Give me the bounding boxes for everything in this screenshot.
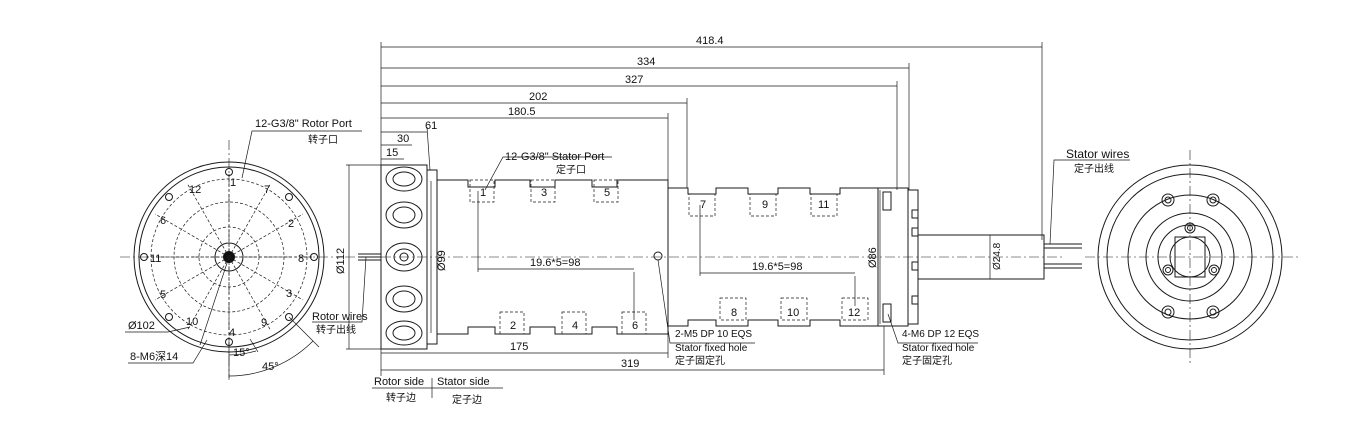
- dim-175: 175: [510, 341, 528, 353]
- rotor-end-view: 1 2 3 4 5 6 7 8 9 10 11 12 12-G3/8" Roto…: [120, 118, 362, 380]
- end-port-6: 6: [160, 215, 166, 227]
- rotor-port-ovals: [385, 166, 423, 346]
- end-shaft-circle: [1145, 212, 1235, 302]
- top-port-1: 1: [480, 187, 486, 199]
- bottom-port-8: 8: [731, 307, 737, 319]
- bottom-port-12: 12: [848, 307, 860, 319]
- end-inner-circle: [1106, 173, 1274, 341]
- stator-top-ports: [469, 179, 838, 217]
- m6-leader: [128, 339, 208, 364]
- top-port-9: 9: [762, 199, 768, 211]
- bottom-port-4: 4: [572, 320, 578, 332]
- end-port-5: 5: [160, 289, 166, 301]
- end-port-9: 9: [261, 317, 267, 329]
- angle-45-label: 45°: [262, 361, 279, 373]
- rotor-port-leader: [241, 130, 362, 179]
- end-port-10: 10: [186, 316, 198, 328]
- m5-hole: [653, 251, 663, 261]
- rotor-side-label-cn: 转子边: [386, 391, 416, 404]
- pitch-dim-1: 19.6*5=98: [530, 257, 580, 269]
- dim-30: 30: [397, 133, 409, 145]
- bottom-port-10: 10: [787, 307, 799, 319]
- angle-45-arc: [228, 340, 314, 377]
- side-legend: Rotor side 转子边 Stator side 定子边: [372, 376, 503, 406]
- pitch-dim-2: 19.6*5=98: [752, 261, 802, 273]
- dim-319: 319: [621, 358, 639, 370]
- dim-327: 327: [625, 74, 643, 86]
- stator-end-view: [1085, 150, 1300, 365]
- dim-418: 418.4: [696, 35, 724, 47]
- end-port-11: 11: [150, 253, 161, 265]
- dim-334: 334: [637, 56, 655, 68]
- end-port-3: 3: [286, 288, 292, 300]
- dia24-label: Ø24.8: [992, 242, 1003, 270]
- top-port-5: 5: [604, 187, 610, 199]
- top-port-11: 11: [818, 199, 829, 211]
- dia86-label: Ø86: [867, 247, 879, 268]
- bottom-dimensions: 175 319 19.6*5=98 19.6*5=98: [380, 191, 885, 376]
- m5-fixed-label-cn: 定子固定孔: [675, 354, 725, 367]
- output-shaft: [917, 234, 1045, 280]
- end-port-2: 2: [288, 218, 294, 230]
- stator-wires-label-cn: 定子出线: [1074, 162, 1114, 175]
- bottom-port-6: 6: [632, 320, 638, 332]
- diameter-dimensions: Ø112 Ø99 Ø86 Ø24.8: [335, 164, 1003, 350]
- dia102-label: Ø102: [128, 320, 155, 332]
- angle-15-label: 15°: [233, 347, 250, 359]
- dia99-label: Ø99: [436, 250, 448, 271]
- stator-wires-label: Stator wires: [1066, 147, 1129, 161]
- m6-holes-label: 8-M6深14: [130, 350, 178, 363]
- top-port-3: 3: [541, 187, 547, 199]
- dia102-leader: [125, 326, 191, 333]
- side-view: 1 3 5 7 9 11 2 4 6 8 10 12 12-G3/8" Stat…: [312, 151, 1082, 367]
- end-port-7: 7: [264, 184, 270, 196]
- end-port-1: 1: [230, 177, 236, 189]
- end-port-8: 8: [298, 253, 304, 265]
- stator-port-label: 12-G3/8" Stator Port: [505, 151, 604, 163]
- stator-side-label: Stator side: [437, 376, 490, 388]
- m5-fixed-label: Stator fixed hole: [675, 343, 748, 354]
- m6-mounting-holes: [140, 168, 318, 346]
- m6-fixed-label: Stator fixed hole: [902, 343, 975, 354]
- dim-202: 202: [529, 91, 547, 103]
- m5-holes-label: 2-M5 DP 10 EQS: [675, 329, 752, 340]
- dim-61: 61: [425, 120, 437, 132]
- dim-15: 15: [386, 147, 398, 159]
- end-flange-circle: [1127, 194, 1253, 320]
- dim-180: 180.5: [508, 106, 536, 118]
- end-port-12: 12: [189, 184, 201, 196]
- rotor-wires-label: Rotor wires: [312, 311, 368, 323]
- rotor-port-label-cn: 转子口: [308, 133, 338, 146]
- end-mount-holes: [1161, 193, 1220, 319]
- top-dimensions: 418.4 334 327 202 180.5 61 30 15: [380, 35, 1043, 240]
- m6-fixed-label-cn: 定子固定孔: [902, 354, 952, 367]
- m6-dp-label: 4-M6 DP 12 EQS: [902, 329, 979, 340]
- rotor-side-label: Rotor side: [374, 376, 424, 388]
- stator-side-label-cn: 定子边: [452, 393, 482, 406]
- stator-port-label-cn: 定子口: [556, 163, 586, 176]
- dia112-label: Ø112: [335, 248, 347, 274]
- end-port-4: 4: [229, 327, 235, 339]
- rotor-port-label: 12-G3/8" Rotor Port: [255, 118, 352, 130]
- bottom-port-2: 2: [510, 320, 516, 332]
- hub-circle: [214, 242, 244, 272]
- end-outer-circle: [1097, 164, 1283, 350]
- top-port-7: 7: [700, 199, 706, 211]
- rotor-wires-label-cn: 转子出线: [316, 323, 356, 336]
